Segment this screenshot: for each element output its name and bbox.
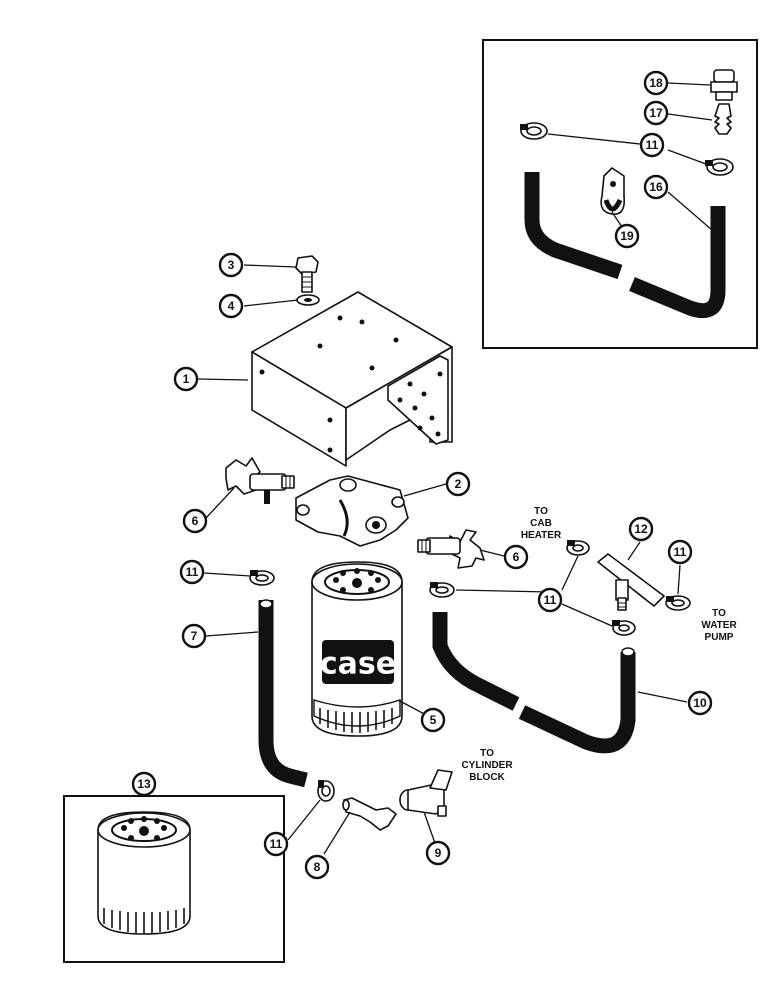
svg-text:6: 6 <box>192 514 199 528</box>
hose-10-left <box>432 612 520 711</box>
valve-6-right <box>417 529 485 569</box>
mounting-bracket <box>251 291 453 467</box>
svg-text:11: 11 <box>674 545 687 559</box>
callout-5: 5 <box>420 707 446 733</box>
callout-17: 17 <box>643 100 669 126</box>
inset-hose-left <box>524 172 623 280</box>
callout-11-left: 11 <box>179 559 205 585</box>
callout-4: 4 <box>218 293 244 319</box>
leader-lines <box>143 82 713 855</box>
clip-19 <box>600 167 626 215</box>
svg-text:TO: TO <box>480 748 494 759</box>
callout-7: 7 <box>181 623 207 649</box>
svg-text:11: 11 <box>270 837 283 851</box>
callout-16: 16 <box>643 174 669 200</box>
callout-10: 10 <box>687 690 713 716</box>
oil-filter: case <box>311 561 403 737</box>
callout-11-bottom: 11 <box>263 831 289 857</box>
svg-text:9: 9 <box>435 846 442 860</box>
callout-6-right: 6 <box>503 544 529 570</box>
tee-fitting-12 <box>597 553 665 611</box>
svg-text:WATER: WATER <box>701 620 737 631</box>
svg-text:3: 3 <box>228 258 235 272</box>
clamp-11-hose-right <box>612 620 636 636</box>
inset-hose-right <box>629 206 726 319</box>
clamp-11-hose-top <box>429 582 455 598</box>
svg-text:PUMP: PUMP <box>705 632 734 643</box>
note-to-cylinder-block: TO CYLINDER BLOCK <box>461 748 513 783</box>
nipple-17 <box>714 103 732 135</box>
inset-box-hoses <box>482 39 758 349</box>
callout-11-water-pump: 11 <box>667 539 693 565</box>
callout-18: 18 <box>643 70 669 96</box>
svg-text:6: 6 <box>513 550 520 564</box>
callout-11-inset: 11 <box>639 132 665 158</box>
svg-text:2: 2 <box>455 477 462 491</box>
callout-8: 8 <box>304 854 330 880</box>
hose-10-right <box>518 647 636 754</box>
elbow-fitting-8 <box>342 797 397 831</box>
svg-text:8: 8 <box>314 860 321 874</box>
callout-2: 2 <box>445 471 471 497</box>
note-to-cab-heater: TO CAB HEATER <box>521 506 562 541</box>
svg-text:12: 12 <box>634 522 648 536</box>
callout-19: 19 <box>614 223 640 249</box>
callout-13: 13 <box>131 771 157 797</box>
svg-text:16: 16 <box>649 180 663 194</box>
clamp-11-inset-left <box>520 122 548 140</box>
fitting-18 <box>710 69 738 101</box>
svg-text:11: 11 <box>646 138 659 152</box>
valve-fitting-9 <box>399 769 453 817</box>
clamp-11-cab-heater <box>566 540 590 556</box>
svg-text:1: 1 <box>183 372 190 386</box>
callout-9: 9 <box>425 840 451 866</box>
svg-text:TO: TO <box>534 506 548 517</box>
callout-3: 3 <box>218 252 244 278</box>
filter-head <box>295 475 409 547</box>
svg-text:7: 7 <box>191 629 198 643</box>
callout-12: 12 <box>628 516 654 542</box>
inset-filter-13 <box>97 811 191 935</box>
svg-text:13: 13 <box>137 777 151 791</box>
svg-text:11: 11 <box>186 565 199 579</box>
svg-text:18: 18 <box>649 76 663 90</box>
svg-text:TO: TO <box>712 608 726 619</box>
svg-text:5: 5 <box>430 713 437 727</box>
svg-text:4: 4 <box>228 299 235 313</box>
hose-7 <box>258 599 308 788</box>
clamp-11-bottom <box>317 780 335 802</box>
bolt-3 <box>295 255 319 293</box>
svg-text:HEATER: HEATER <box>521 530 562 541</box>
svg-text:11: 11 <box>544 593 557 607</box>
svg-text:CYLINDER: CYLINDER <box>461 760 513 771</box>
clamp-11-left <box>249 570 275 586</box>
svg-text:19: 19 <box>620 229 634 243</box>
inset-box-filter <box>63 795 285 963</box>
callout-6-left: 6 <box>182 508 208 534</box>
washer-4 <box>296 294 320 306</box>
svg-text:10: 10 <box>693 696 707 710</box>
clamp-11-water-pump <box>665 595 691 611</box>
callout-11-center: 11 <box>537 587 563 613</box>
filter-brand-label: case <box>320 647 396 682</box>
clamp-11-inset-right <box>705 158 734 176</box>
svg-text:17: 17 <box>649 106 663 120</box>
svg-text:CAB: CAB <box>530 518 552 529</box>
valve-6-left <box>225 457 295 504</box>
note-to-water-pump: TO WATER PUMP <box>701 608 737 643</box>
callout-1: 1 <box>173 366 199 392</box>
svg-text:BLOCK: BLOCK <box>469 772 505 783</box>
